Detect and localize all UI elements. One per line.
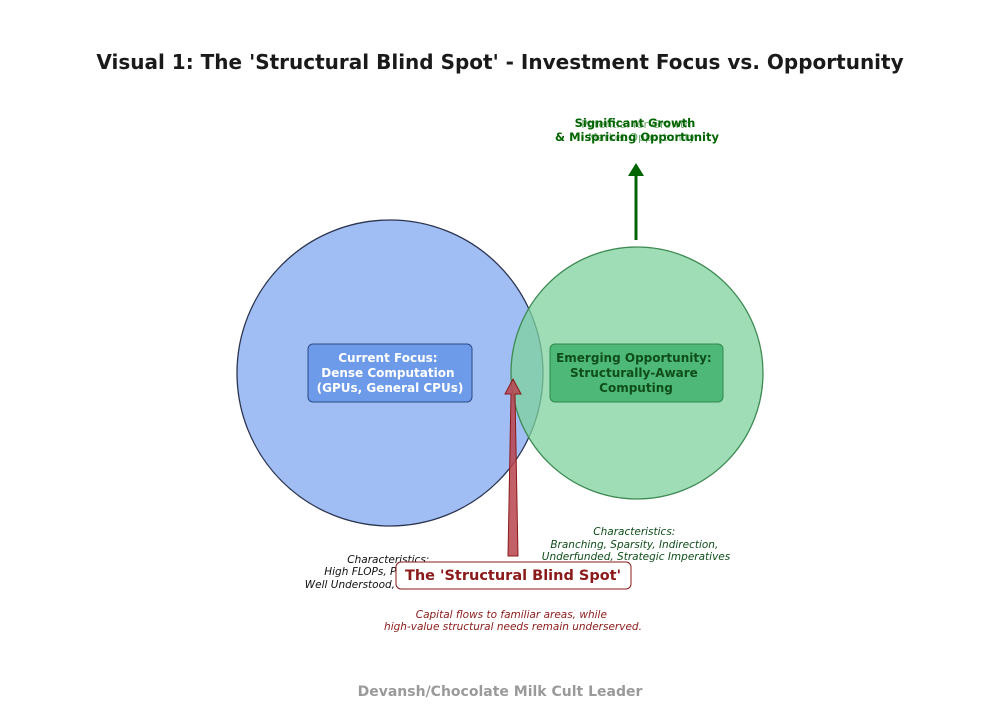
- blind-spot-caption: Capital flows to familiar areas, while h…: [384, 609, 642, 633]
- diagram-title: Visual 1: The 'Structural Blind Spot' - …: [96, 50, 904, 74]
- emerging-opportunity-label: Emerging Opportunity: Structurally-Aware…: [556, 351, 716, 395]
- blind-spot-label-box: [395, 561, 632, 590]
- blind-spot-arrow: [504, 377, 522, 557]
- blind-spot-label: The 'Structural Blind Spot': [405, 568, 621, 584]
- current-focus-label-box: [307, 343, 473, 403]
- emerging-opportunity-label-box: [549, 343, 724, 403]
- growth-ghost-text: Potential for Growth - Market Opportunit…: [581, 118, 696, 144]
- growth-arrow-head: [628, 163, 644, 176]
- emerging-opportunity-characteristics: Characteristics: Branching, Sparsity, In…: [542, 526, 731, 563]
- footer-credit: Devansh/Chocolate Milk Cult Leader: [357, 684, 643, 700]
- growth-label: Significant Growth & Mispricing Opportun…: [555, 116, 719, 144]
- current-focus-label: Current Focus: Dense Computation (GPUs, …: [317, 351, 464, 395]
